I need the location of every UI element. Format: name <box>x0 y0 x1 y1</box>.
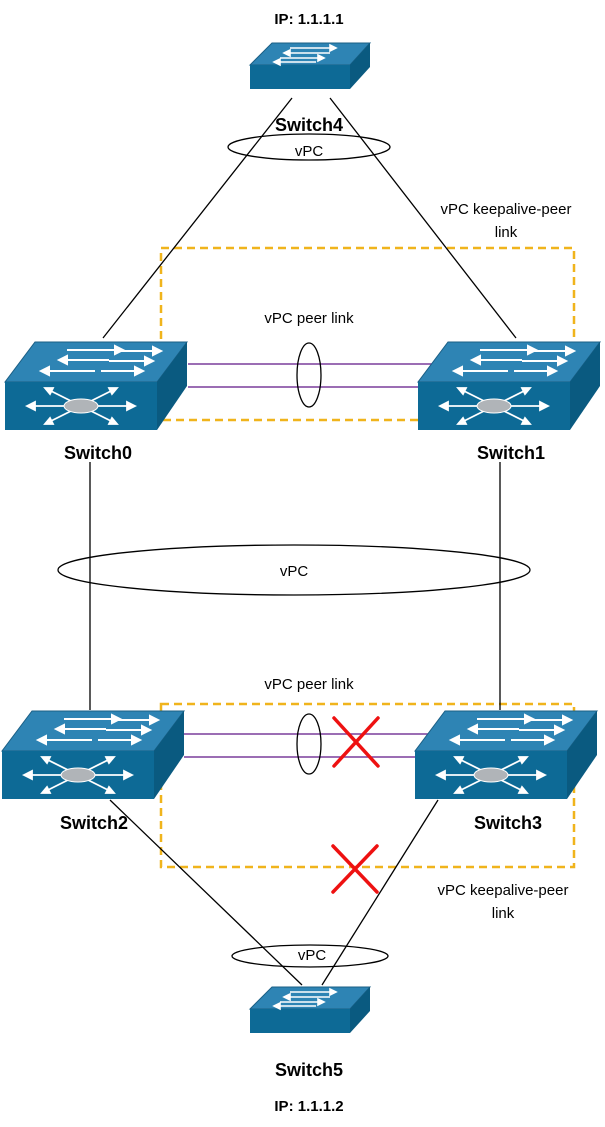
vpc-ellipse-bottom <box>231 944 389 968</box>
vpc-label-bottom: vPC <box>298 947 327 964</box>
peer-link-ellipse-bottom <box>296 713 322 775</box>
keepalive-label-top-line1: vPC keepalive-peer <box>441 201 572 218</box>
switch1-icon <box>417 341 601 431</box>
switch3-icon <box>414 710 598 800</box>
switch0-icon <box>4 341 188 431</box>
link-switch2-switch5 <box>109 799 303 986</box>
peer-link-label-top: vPC peer link <box>264 310 354 327</box>
switch2-icon <box>1 710 185 800</box>
vpc-label-middle: vPC <box>280 563 309 580</box>
vpc-ellipse-top <box>227 133 391 161</box>
vpc-label-top: vPC <box>295 143 324 160</box>
peer-link-ellipse-top <box>296 342 322 408</box>
switch0-name: Switch0 <box>64 443 132 463</box>
keepalive-failure-x-icon <box>331 844 379 894</box>
switch5-name: Switch5 <box>275 1060 343 1080</box>
vpc-ellipse-middle <box>57 544 531 596</box>
switch2-name: Switch2 <box>60 813 128 833</box>
peer-link-failure-x-icon <box>332 716 380 768</box>
peer-link-top <box>188 363 438 388</box>
switch5-ip: IP: 1.1.1.2 <box>274 1098 343 1115</box>
keepalive-label-bottom-line1: vPC keepalive-peer <box>438 882 569 899</box>
switch4-name: Switch4 <box>275 115 343 135</box>
link-switch3-switch5 <box>321 799 439 986</box>
switch4-icon <box>249 42 371 90</box>
links <box>89 97 517 986</box>
switch4-ip: IP: 1.1.1.1 <box>274 11 343 28</box>
switch1-name: Switch1 <box>477 443 545 463</box>
keepalive-label-top-line2: link <box>495 224 518 241</box>
peer-link-bottom <box>184 733 432 758</box>
switch3-name: Switch3 <box>474 813 542 833</box>
link-switch4-switch1 <box>329 97 517 339</box>
link-switch4-switch0 <box>102 97 293 339</box>
switch5-icon <box>249 986 371 1034</box>
peer-link-label-bottom: vPC peer link <box>264 676 354 693</box>
keepalive-label-bottom-line2: link <box>492 905 515 922</box>
keepalive-link-top <box>159 246 576 422</box>
